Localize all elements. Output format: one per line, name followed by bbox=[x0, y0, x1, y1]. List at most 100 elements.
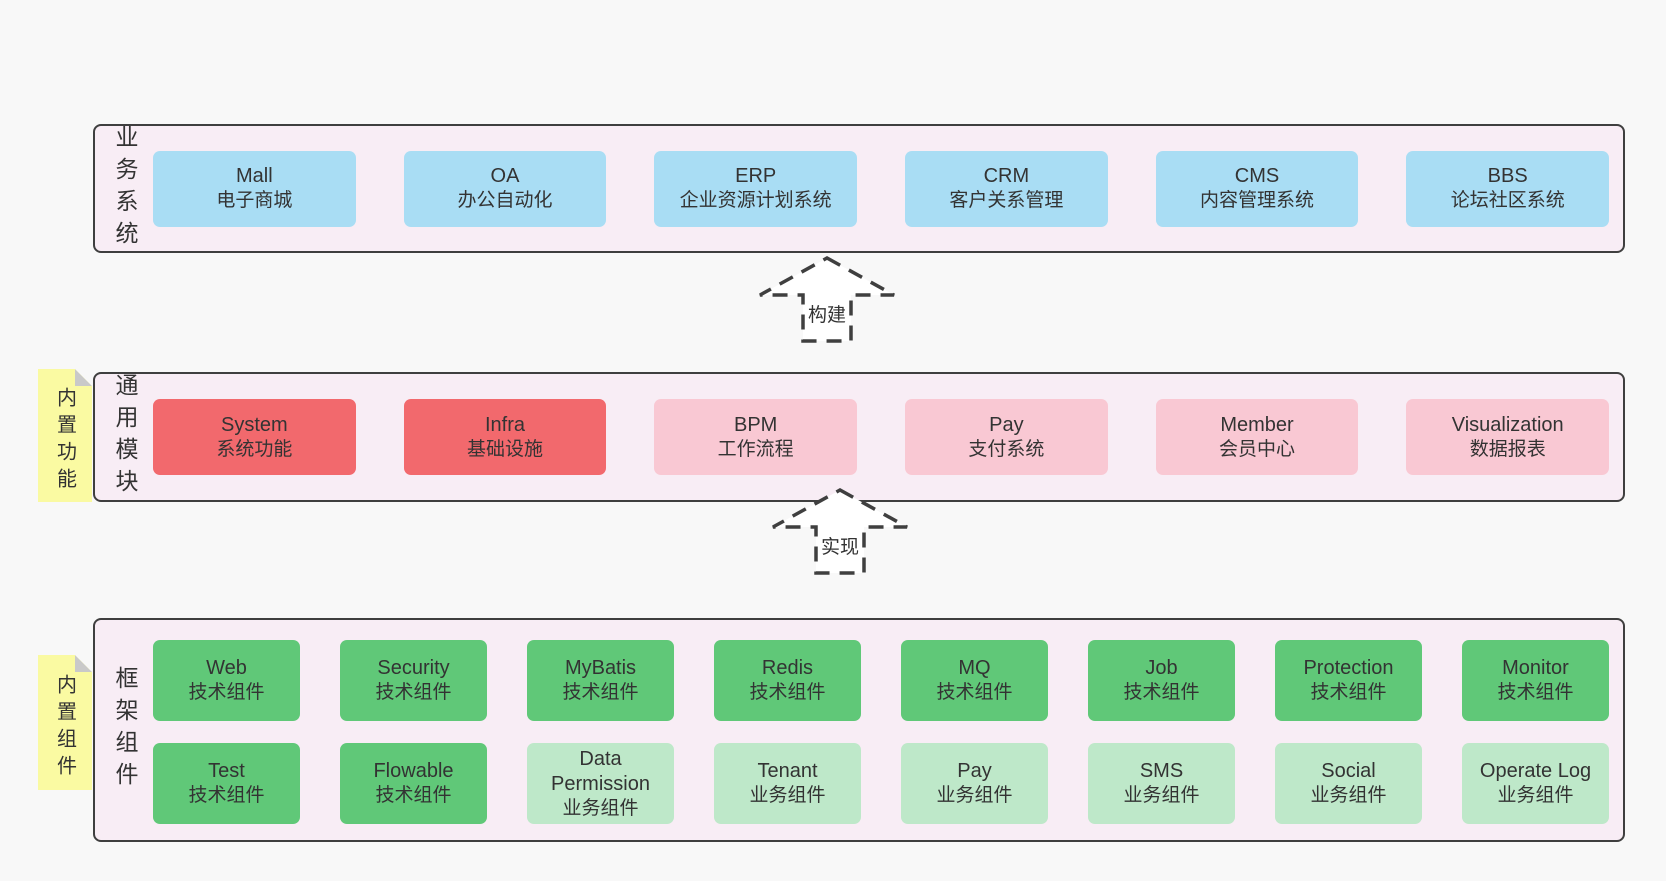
built-in-features-note: 内置功能 bbox=[38, 369, 92, 502]
diagram-box-cms: CMS 内容管理系统 bbox=[1155, 150, 1359, 227]
box-title: CRM bbox=[983, 165, 1030, 188]
box-title: Visualization bbox=[1451, 413, 1564, 436]
box-subtitle: 技术组件 bbox=[936, 682, 1013, 704]
diagram-box-mall: Mall 电子商城 bbox=[153, 150, 356, 227]
box-title: BPM bbox=[734, 413, 778, 436]
box-subtitle: 客户关系管理 bbox=[949, 190, 1064, 212]
diagram-box-member: Member 会员中心 bbox=[1155, 399, 1359, 475]
box-subtitle: 技术组件 bbox=[562, 682, 639, 704]
box-subtitle: 系统功能 bbox=[216, 438, 293, 460]
diagram-box-data-permission: Data Permission 业务组件 bbox=[527, 743, 674, 824]
diagram-box-security: Security 技术组件 bbox=[340, 640, 487, 721]
diagram-box-crm: CRM 客户关系管理 bbox=[905, 150, 1108, 227]
box-subtitle: 业务组件 bbox=[1497, 785, 1574, 807]
box-title: System bbox=[220, 413, 288, 436]
diagram-box-operate-log: Operate Log 业务组件 bbox=[1462, 743, 1609, 824]
framework-components-panel: 框架组件 Web 技术组件 Security 技术组件 MyBatis 技术组件… bbox=[93, 618, 1625, 842]
box-subtitle: 技术组件 bbox=[188, 785, 265, 807]
box-title: Data Permission bbox=[551, 747, 650, 795]
diagram-box-infra: Infra 基础设施 bbox=[403, 399, 607, 475]
box-title: Security bbox=[377, 657, 450, 680]
business-systems-panel: 业务系统 Mall 电子商城 OA 办公自动化 ERP 企业资源计划系统 CRM… bbox=[93, 124, 1625, 253]
framework-panel-label: 框架组件 bbox=[112, 666, 138, 794]
box-title: BBS bbox=[1487, 165, 1528, 188]
diagram-box-tenant: Tenant 业务组件 bbox=[714, 743, 861, 824]
diagram-box-social: Social 业务组件 bbox=[1275, 743, 1422, 824]
box-subtitle: 业务组件 bbox=[1123, 785, 1200, 807]
framework-box-row-2: Test 技术组件 Flowable 技术组件 Data Permission … bbox=[153, 743, 1609, 824]
box-subtitle: 办公自动化 bbox=[457, 190, 553, 212]
box-subtitle: 技术组件 bbox=[1497, 682, 1574, 704]
note-text: 内置组件 bbox=[53, 673, 76, 782]
box-title: Flowable bbox=[373, 760, 454, 783]
box-title: ERP bbox=[735, 165, 777, 188]
box-title: Infra bbox=[484, 413, 526, 436]
diagram-box-protection: Protection 技术组件 bbox=[1275, 640, 1422, 721]
business-panel-label: 业务系统 bbox=[112, 124, 138, 253]
build-arrow: 构建 bbox=[757, 255, 897, 345]
box-title: Tenant bbox=[757, 760, 818, 783]
box-subtitle: 技术组件 bbox=[375, 785, 452, 807]
box-title: MQ bbox=[958, 657, 991, 680]
box-subtitle: 内容管理系统 bbox=[1200, 190, 1315, 212]
framework-box-row-1: Web 技术组件 Security 技术组件 MyBatis 技术组件 Redi… bbox=[153, 640, 1609, 721]
box-subtitle: 工作流程 bbox=[717, 438, 794, 460]
diagram-box-test: Test 技术组件 bbox=[153, 743, 300, 824]
box-subtitle: 业务组件 bbox=[1310, 785, 1387, 807]
box-subtitle: 电子商城 bbox=[216, 190, 293, 212]
box-subtitle: 技术组件 bbox=[749, 682, 826, 704]
box-title: Member bbox=[1220, 413, 1294, 436]
box-title: Web bbox=[206, 657, 247, 680]
diagram-box-sms: SMS 业务组件 bbox=[1088, 743, 1235, 824]
box-subtitle: 业务组件 bbox=[936, 785, 1013, 807]
box-title: SMS bbox=[1139, 760, 1184, 783]
modules-box-row: System 系统功能 Infra 基础设施 BPM 工作流程 Pay 支付系统… bbox=[153, 399, 1610, 475]
box-title: Mall bbox=[236, 165, 273, 188]
common-modules-panel: 通用模块 System 系统功能 Infra 基础设施 BPM 工作流程 Pay… bbox=[93, 372, 1625, 502]
box-title: Protection bbox=[1303, 657, 1394, 680]
box-subtitle: 会员中心 bbox=[1219, 438, 1296, 460]
diagram-box-monitor: Monitor 技术组件 bbox=[1462, 640, 1609, 721]
box-title: Test bbox=[208, 760, 245, 783]
diagram-box-oa: OA 办公自动化 bbox=[403, 150, 607, 227]
box-title: Redis bbox=[761, 657, 814, 680]
build-arrow-label: 构建 bbox=[804, 299, 850, 328]
diagram-box-redis: Redis 技术组件 bbox=[714, 640, 861, 721]
box-title: Pay bbox=[957, 760, 992, 783]
diagram-box-erp: ERP 企业资源计划系统 bbox=[654, 150, 858, 227]
box-title: Job bbox=[1145, 657, 1178, 680]
box-title: OA bbox=[490, 165, 520, 188]
box-title: Monitor bbox=[1502, 657, 1569, 680]
box-subtitle: 技术组件 bbox=[375, 682, 452, 704]
folded-corner-icon bbox=[75, 655, 92, 672]
diagram-box-flowable: Flowable 技术组件 bbox=[340, 743, 487, 824]
diagram-box-web: Web 技术组件 bbox=[153, 640, 300, 721]
built-in-components-note: 内置组件 bbox=[38, 655, 92, 790]
box-title: Pay bbox=[989, 413, 1024, 436]
box-subtitle: 数据报表 bbox=[1469, 438, 1546, 460]
note-text: 内置功能 bbox=[53, 386, 76, 495]
diagram-box-pay: Pay 支付系统 bbox=[905, 399, 1108, 475]
diagram-box-visualization: Visualization 数据报表 bbox=[1406, 399, 1610, 475]
diagram-box-bpm: BPM 工作流程 bbox=[654, 399, 858, 475]
diagram-box-mq: MQ 技术组件 bbox=[901, 640, 1048, 721]
box-title: MyBatis bbox=[564, 657, 637, 680]
box-subtitle: 技术组件 bbox=[1123, 682, 1200, 704]
diagram-box-job: Job 技术组件 bbox=[1088, 640, 1235, 721]
diagram-box-pay-component: Pay 业务组件 bbox=[901, 743, 1048, 824]
diagram-box-mybatis: MyBatis 技术组件 bbox=[527, 640, 674, 721]
box-subtitle: 支付系统 bbox=[968, 438, 1045, 460]
box-subtitle: 论坛社区系统 bbox=[1450, 190, 1565, 212]
modules-panel-label: 通用模块 bbox=[112, 373, 138, 501]
box-subtitle: 技术组件 bbox=[188, 682, 265, 704]
box-subtitle: 业务组件 bbox=[749, 785, 826, 807]
diagram-box-bbs: BBS 论坛社区系统 bbox=[1406, 150, 1610, 227]
business-box-row: Mall 电子商城 OA 办公自动化 ERP 企业资源计划系统 CRM 客户关系… bbox=[153, 150, 1610, 227]
box-subtitle: 业务组件 bbox=[562, 797, 639, 819]
box-subtitle: 企业资源计划系统 bbox=[679, 190, 832, 212]
implement-arrow: 实现 bbox=[770, 487, 910, 577]
box-subtitle: 技术组件 bbox=[1310, 682, 1387, 704]
box-title: Social bbox=[1321, 760, 1376, 783]
implement-arrow-label: 实现 bbox=[817, 531, 863, 560]
box-title: CMS bbox=[1234, 165, 1280, 188]
